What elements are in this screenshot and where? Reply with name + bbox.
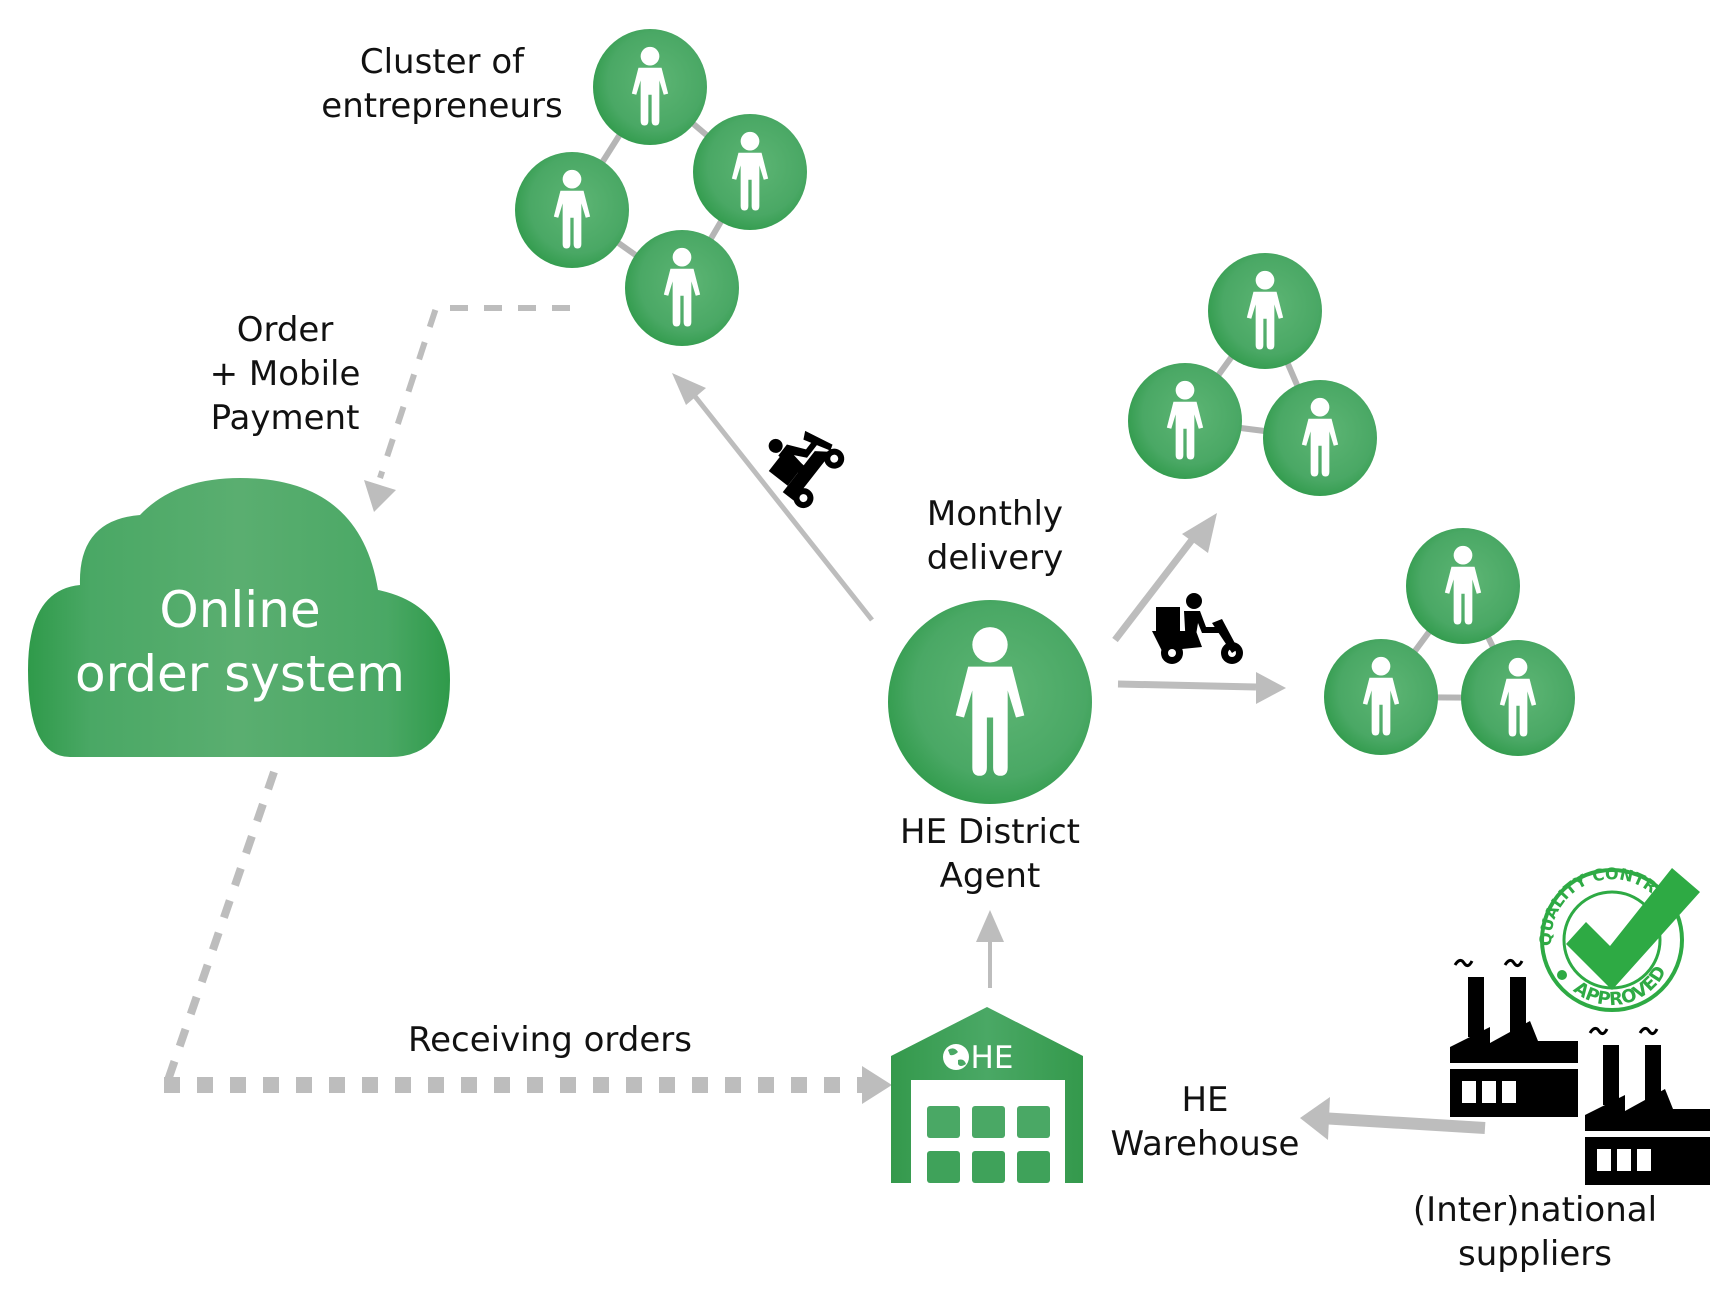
suppliers-label-line2: suppliers xyxy=(1458,1234,1612,1274)
entrepreneur-cluster-main xyxy=(515,29,807,346)
cloud-label-line2: order system xyxy=(75,645,405,703)
entrepreneur-cluster-c xyxy=(1324,528,1575,756)
arrow-to-cluster-c xyxy=(1117,680,1257,691)
order-arrow-head xyxy=(364,480,396,512)
he-warehouse-building[interactable]: HE xyxy=(891,1007,1083,1183)
arrow-head-cluster-c xyxy=(1256,672,1286,704)
district-agent-label: HE District Agent xyxy=(870,810,1110,898)
arrow-suppliers-to-warehouse xyxy=(1319,1112,1486,1134)
dashed-cloud-down-line xyxy=(162,770,278,1088)
arrow-head-warehouse xyxy=(1300,1097,1330,1140)
delivery-arrows xyxy=(672,373,1486,1140)
suppliers-label: (Inter)national suppliers xyxy=(1390,1188,1680,1276)
dashed-order-line xyxy=(377,305,570,479)
warehouse-label-line1: HE xyxy=(1181,1080,1229,1120)
entrepreneur-node[interactable] xyxy=(693,114,807,230)
receiving-orders-label: Receiving orders xyxy=(380,1018,720,1062)
entrepreneur-node[interactable] xyxy=(515,152,629,268)
cluster-label: Cluster of entrepreneurs xyxy=(302,40,582,128)
entrepreneur-node[interactable] xyxy=(1406,528,1520,644)
monthly-delivery-label: Monthly delivery xyxy=(890,492,1100,580)
cluster-label-line2: entrepreneurs xyxy=(321,86,563,126)
globe-icon xyxy=(943,1044,969,1070)
cloud-label-line1: Online xyxy=(159,581,321,639)
order-payment-flow xyxy=(364,305,570,512)
quality-control-stamp: QUALITY CONTROL APPROVED xyxy=(1536,864,1700,1012)
cloud-label: Online order system xyxy=(40,578,440,706)
factory-icon xyxy=(1585,1026,1710,1185)
entrepreneur-node[interactable] xyxy=(593,29,707,145)
suppliers-label-line1: (Inter)national xyxy=(1412,1190,1658,1230)
entrepreneur-node[interactable] xyxy=(625,230,739,346)
online-order-system-cloud[interactable] xyxy=(28,478,450,757)
order-payment-line1: Order xyxy=(236,310,334,350)
arrow-to-main-cluster xyxy=(688,388,874,622)
monthly-delivery-line2: delivery xyxy=(926,538,1064,578)
entrepreneur-node[interactable] xyxy=(1263,380,1377,496)
scooter-icon-diagonal xyxy=(768,430,845,509)
entrepreneur-node[interactable] xyxy=(1208,253,1322,369)
warehouse-label: HE Warehouse xyxy=(1090,1078,1320,1166)
warehouse-sign-text: HE xyxy=(971,1040,1014,1076)
entrepreneur-node[interactable] xyxy=(1128,363,1242,479)
arrow-head-main-cluster xyxy=(672,373,706,405)
order-payment-label: Order + Mobile Payment xyxy=(180,308,390,440)
warehouse-label-line2: Warehouse xyxy=(1110,1124,1300,1164)
entrepreneur-node[interactable] xyxy=(1461,640,1575,756)
receiving-arrow-head xyxy=(862,1066,892,1104)
warehouse-icon xyxy=(891,1007,1083,1183)
entrepreneur-node[interactable] xyxy=(1324,639,1438,755)
order-payment-line2: + Mobile xyxy=(209,354,361,394)
order-payment-line3: Payment xyxy=(210,398,360,438)
cluster-label-line1: Cluster of xyxy=(359,42,525,82)
arrow-head-agent xyxy=(976,910,1004,942)
receiving-orders-text: Receiving orders xyxy=(408,1020,692,1060)
arrow-head-cluster-b xyxy=(1182,513,1217,553)
district-agent-node[interactable] xyxy=(888,600,1092,804)
district-agent-line1: HE District xyxy=(900,812,1080,852)
receiving-orders-flow xyxy=(162,770,892,1104)
factory-icon xyxy=(1450,958,1578,1117)
arrow-to-cluster-b xyxy=(1112,529,1201,643)
checkmark-icon xyxy=(1566,868,1700,990)
monthly-delivery-line1: Monthly xyxy=(926,494,1064,534)
scooter-icon-horizontal xyxy=(1152,593,1243,664)
district-agent-line2: Agent xyxy=(939,856,1041,896)
entrepreneur-cluster-b xyxy=(1128,253,1377,496)
cloud-icon xyxy=(28,478,450,757)
